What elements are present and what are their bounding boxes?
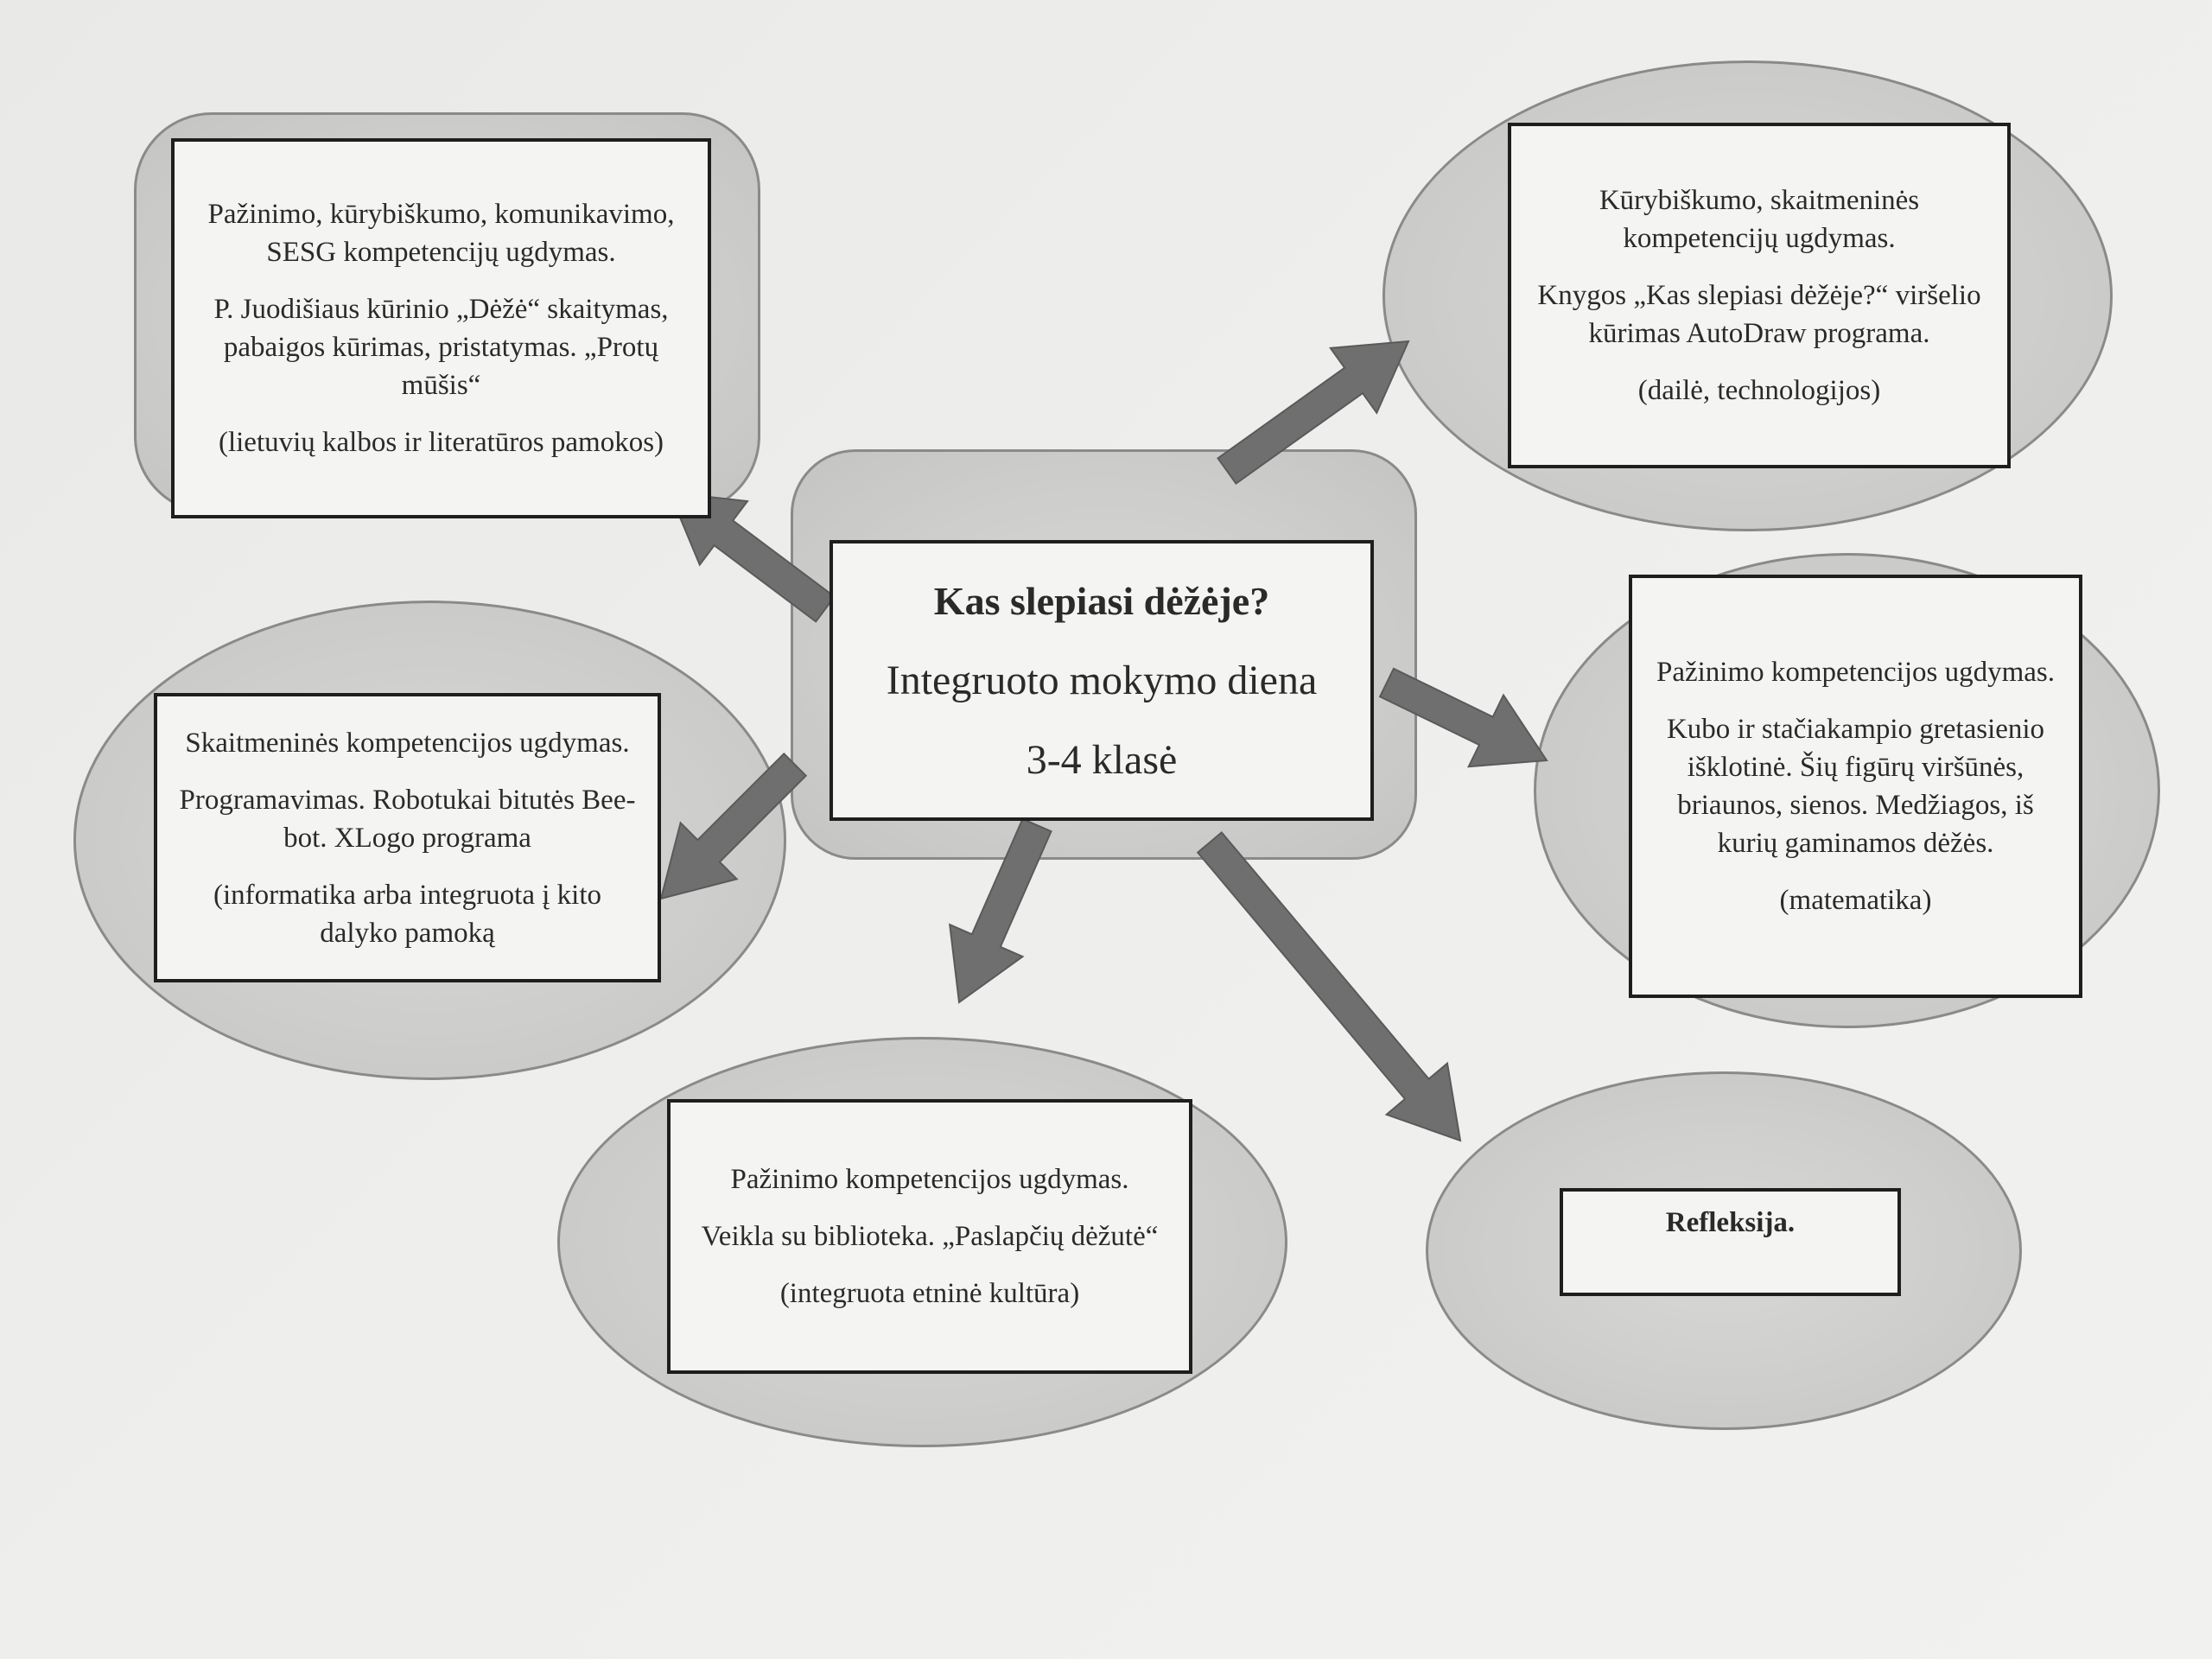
top-left-activity: P. Juodišiaus kūrinio „Dėžė“ skaitymas, … <box>213 294 669 401</box>
mid-right-heading: Pažinimo kompetencijos ugdymas. <box>1656 657 2056 688</box>
mid-left-heading: Skaitmeninės kompetencijos ugdymas. <box>185 727 630 759</box>
top-right-activity: Knygos „Kas slepiasi dėžėje?“ viršelio k… <box>1537 280 1981 349</box>
top-left-box: Pažinimo, kūrybiškumo, komunikavimo, SES… <box>171 138 711 518</box>
center-subtitle: Integruoto mokymo diena <box>886 657 1318 703</box>
mid-left-subject: (informatika arba integruota į kito daly… <box>213 879 601 949</box>
top-left-subject: (lietuvių kalbos ir literatūros pamokos) <box>218 427 664 458</box>
bottom-center-box: Pažinimo kompetencijos ugdymas. Veikla s… <box>667 1099 1192 1374</box>
mid-right-subject: (matematika) <box>1779 885 1932 916</box>
arrow-to-top-right <box>1217 340 1410 485</box>
mid-left-activity: Programavimas. Robotukai bitutės Bee-bot… <box>179 784 636 854</box>
top-left-heading: Pažinimo, kūrybiškumo, komunikavimo, SES… <box>207 199 675 268</box>
bottom-center-heading: Pažinimo kompetencijos ugdymas. <box>730 1164 1129 1195</box>
top-right-subject: (dailė, technologijos) <box>1637 375 1881 406</box>
mid-right-box: Pažinimo kompetencijos ugdymas. Kubo ir … <box>1629 575 2082 998</box>
arrow-to-mid-right <box>1378 667 1548 768</box>
arrow-to-bottom-right <box>1196 830 1462 1142</box>
center-title: Kas slepiasi dėžėje? <box>933 578 1270 623</box>
center-grade: 3-4 klasė <box>1026 736 1178 783</box>
top-right-box: Kūrybiškumo, skaitmeninės kompetencijų u… <box>1508 123 2011 468</box>
bottom-right-box: Refleksija. <box>1560 1188 1901 1296</box>
bottom-center-activity: Veikla su biblioteka. „Paslapčių dėžutė“ <box>701 1221 1159 1252</box>
top-right-heading: Kūrybiškumo, skaitmeninės kompetencijų u… <box>1599 185 1920 254</box>
bottom-right-heading: Refleksija. <box>1665 1207 1796 1238</box>
arrow-to-bottom-center <box>948 817 1052 1004</box>
bottom-center-subject: (integruota etninė kultūra) <box>779 1278 1080 1309</box>
arrow-to-top-left <box>668 491 836 623</box>
mid-right-activity: Kubo ir stačiakampio gretasienio iškloti… <box>1666 714 2045 859</box>
mid-left-box: Skaitmeninės kompetencijos ugdymas. Prog… <box>154 693 661 982</box>
arrow-to-mid-left <box>659 752 808 900</box>
center-box: Kas slepiasi dėžėje? Integruoto mokymo d… <box>830 540 1374 821</box>
